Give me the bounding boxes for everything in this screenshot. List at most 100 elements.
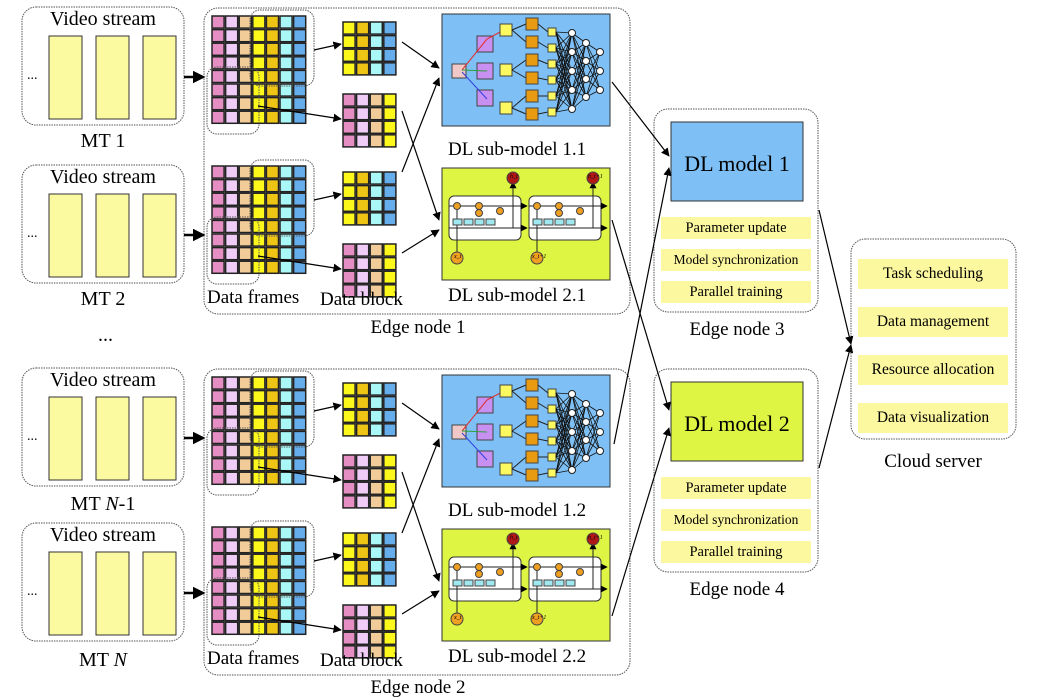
gate-op [555, 570, 563, 578]
dense-edge [585, 403, 601, 452]
edge [537, 41, 549, 49]
gate-layer [463, 579, 474, 587]
data-cell [211, 580, 225, 595]
data-cell [292, 28, 307, 43]
data-cell [369, 184, 384, 199]
data-cell [355, 256, 370, 271]
dense-edge [555, 31, 573, 91]
dense-edge [555, 408, 573, 433]
conv-node [476, 35, 494, 53]
mt-name-prefix: MT [79, 649, 114, 671]
block-to-submodel-arrow [401, 229, 440, 254]
data-cell [265, 457, 280, 472]
submodel-to-model-arrow [613, 167, 672, 445]
output-ht1-label: h_t+1 [588, 535, 603, 541]
data-cell [369, 631, 384, 646]
data-cell [383, 34, 397, 49]
data-cell [342, 171, 356, 185]
data-cell [292, 15, 307, 29]
pool-node [499, 101, 513, 115]
edge [537, 420, 549, 426]
data-cell [342, 270, 356, 285]
gate-op [475, 209, 483, 217]
dense-edge [555, 392, 573, 433]
gate-op [496, 568, 504, 576]
data-cell [383, 93, 397, 107]
data-cell [292, 96, 307, 111]
data-cell [355, 631, 370, 646]
data-cell [369, 284, 384, 298]
gate-op [555, 209, 563, 217]
data-cell [211, 260, 225, 275]
data-cell [265, 42, 280, 57]
data-cell [342, 454, 356, 468]
frame-selection [206, 577, 260, 646]
video-stream-label: Video stream [50, 8, 156, 30]
data-cell [369, 617, 384, 632]
data-cell [369, 106, 384, 121]
flatten-node [547, 59, 557, 69]
data-cell [292, 206, 307, 220]
data-cell [252, 165, 266, 179]
dl-submodel-cnn [441, 374, 611, 488]
data-cell [265, 580, 280, 595]
edge [511, 29, 527, 43]
lstm-cell [448, 556, 522, 602]
data-cell [355, 198, 370, 213]
data-cell [342, 93, 356, 107]
edge [511, 456, 527, 470]
data-cell [211, 526, 225, 540]
data-cell [369, 120, 384, 135]
video-frame [95, 35, 130, 120]
data-cell [369, 212, 384, 226]
edge [511, 69, 527, 79]
data-cell [355, 423, 370, 437]
dense-edge [555, 431, 573, 474]
data-frames-label: Data frames [207, 648, 300, 669]
data-cell [224, 83, 239, 97]
data-cell [292, 526, 307, 540]
data-cell [279, 246, 293, 261]
video-stream-label: Video stream [50, 524, 156, 546]
pool-node [499, 424, 513, 438]
dense-edge [555, 32, 573, 113]
data-cell [292, 607, 307, 622]
flatten-node [547, 75, 557, 85]
data-cell [224, 403, 239, 418]
data-cell [265, 83, 280, 97]
ellipsis: ... [27, 429, 38, 444]
data-cell [265, 110, 280, 125]
edge [537, 59, 549, 65]
cloud-function-item: Resource allocation [858, 355, 1008, 385]
data-cell [211, 192, 225, 207]
data-cell [355, 454, 370, 468]
dl-model-box [670, 381, 804, 462]
data-cell [292, 567, 307, 581]
data-cell [238, 260, 253, 275]
dense-edge [555, 393, 573, 426]
data-cell [342, 212, 356, 226]
data-cell [383, 48, 397, 63]
data-cell [355, 171, 370, 185]
dense-edge [555, 63, 573, 91]
frame-selection [249, 370, 315, 448]
data-cell [355, 184, 370, 199]
dense-edge [555, 32, 573, 65]
data-block-grid [342, 243, 397, 298]
gate-layer [543, 579, 554, 587]
gate-op [576, 568, 584, 576]
edge [537, 111, 549, 115]
input-xt-label: x_t [454, 254, 462, 260]
data-cell [238, 165, 253, 179]
edge [537, 402, 549, 410]
dense-edge [555, 32, 573, 81]
data-cell [355, 93, 370, 107]
dense-edge [555, 70, 573, 113]
data-cell [279, 607, 293, 622]
input-xt [450, 251, 464, 265]
gate-layer [485, 579, 496, 587]
data-cell [369, 559, 384, 574]
data-cell [224, 69, 239, 84]
neuron [596, 86, 604, 94]
data-cell [355, 382, 370, 396]
